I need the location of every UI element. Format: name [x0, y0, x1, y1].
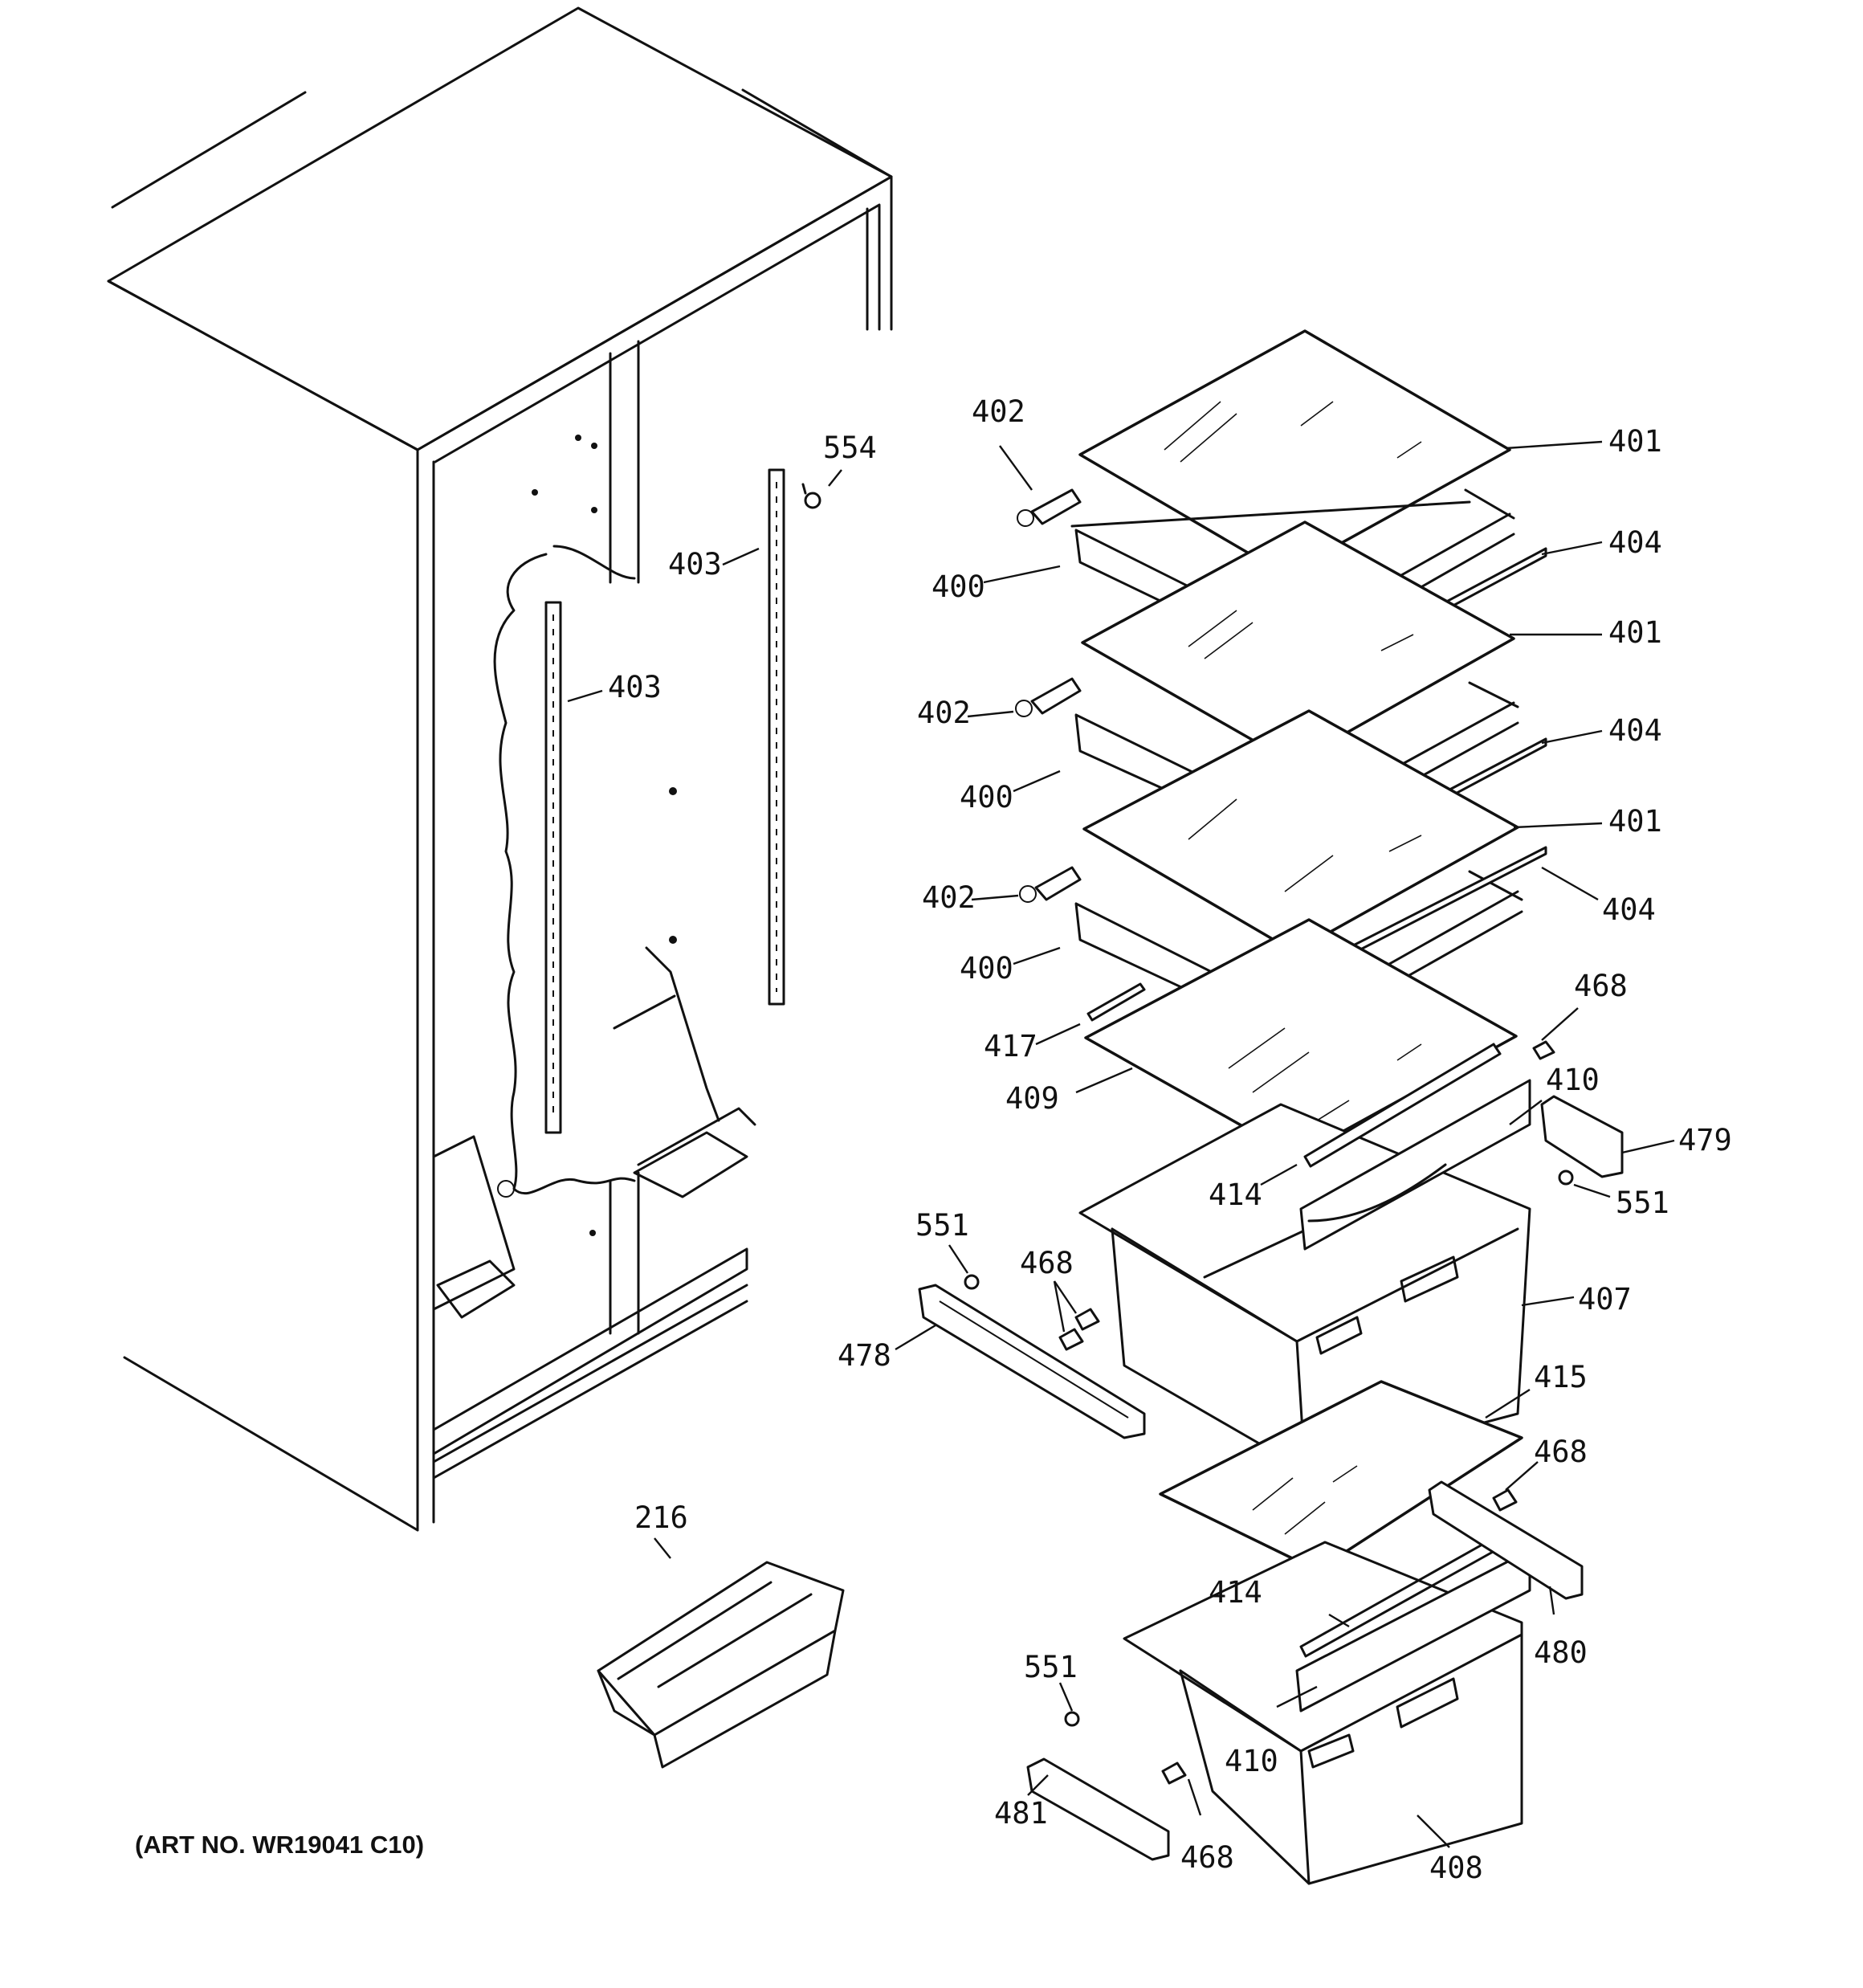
small-parts: [964, 1040, 1574, 1785]
callout-401-b: 401: [1608, 615, 1662, 650]
callout-401-a: 401: [1608, 424, 1662, 459]
callout-408: 408: [1429, 1851, 1483, 1885]
callout-415: 415: [1534, 1360, 1588, 1394]
callout-407: 407: [1578, 1282, 1632, 1316]
callout-478: 478: [838, 1338, 891, 1373]
callout-468-b: 468: [1020, 1246, 1074, 1280]
callout-404-b: 404: [1608, 713, 1662, 748]
door-bin: [597, 1561, 845, 1769]
callout-414-a: 414: [1209, 1178, 1262, 1212]
callout-468-c: 468: [1534, 1435, 1588, 1469]
callout-551-b: 551: [1616, 1186, 1669, 1220]
crisper-cover-glass: [1084, 918, 1518, 1158]
vegetable-pan-lower: [1123, 1537, 1531, 1885]
pan-slide-478: [918, 1284, 1146, 1439]
callout-403-a: 403: [668, 547, 722, 582]
callout-410-b: 410: [1225, 1744, 1278, 1778]
shelf-rail-right: [768, 468, 785, 1006]
pan-slide-481: [1026, 1757, 1170, 1861]
pan-slide-480: [1428, 1480, 1584, 1600]
callout-labels: 402 554 401 403 400 404 403 401 402 404 …: [135, 394, 1732, 1885]
art-number: (ART NO. WR19041 C10): [135, 1831, 424, 1859]
callout-216: 216: [634, 1500, 688, 1535]
callout-403-b: 403: [608, 670, 662, 704]
refrigerator-cabinet: [107, 6, 893, 1532]
callout-551-c: 551: [1024, 1650, 1078, 1684]
callout-481: 481: [994, 1796, 1048, 1831]
callout-551-a: 551: [915, 1208, 969, 1243]
callout-409: 409: [1005, 1081, 1059, 1116]
callout-402-b: 402: [917, 696, 971, 730]
callout-410-a: 410: [1546, 1063, 1600, 1097]
pan-cover-bar-upper: [1303, 1043, 1502, 1168]
shelf-rail-left: [544, 601, 562, 1134]
callout-402-a: 402: [972, 394, 1025, 429]
callout-402-c: 402: [922, 880, 976, 915]
callout-479: 479: [1678, 1123, 1732, 1157]
callout-417: 417: [984, 1029, 1037, 1063]
screw-554: [801, 483, 821, 509]
callout-400-a: 400: [932, 569, 985, 604]
callout-468-d: 468: [1180, 1840, 1234, 1875]
pan-cover-glass-lower: [1159, 1380, 1523, 1572]
vegetable-pan-upper: [1078, 1079, 1531, 1472]
callout-400-c: 400: [960, 951, 1013, 986]
callout-468-a: 468: [1574, 969, 1628, 1003]
pan-slide-479: [1540, 1095, 1624, 1178]
crisper-frame-rail: [1086, 982, 1146, 1022]
callout-404-a: 404: [1608, 525, 1662, 560]
callout-480: 480: [1534, 1635, 1588, 1670]
leader-lines: [567, 440, 1675, 1848]
callout-404-c: 404: [1602, 892, 1656, 927]
callout-401-c: 401: [1608, 804, 1662, 839]
callout-554: 554: [823, 431, 877, 465]
callout-414-b: 414: [1209, 1575, 1262, 1610]
callout-400-b: 400: [960, 780, 1013, 814]
